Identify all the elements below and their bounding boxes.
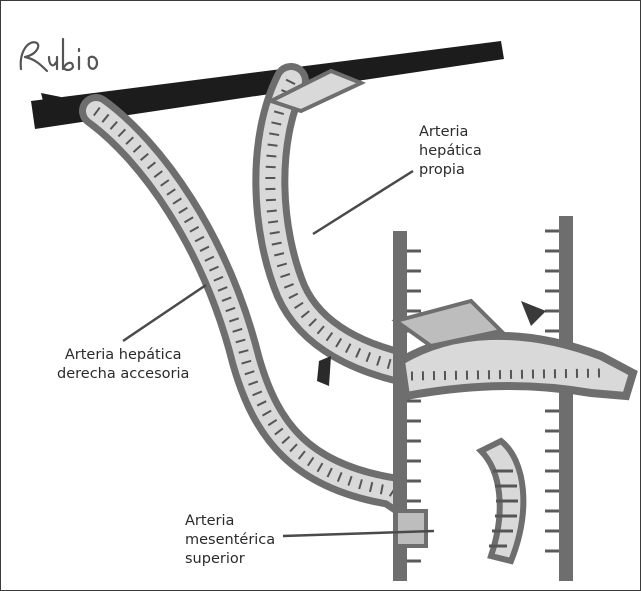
label-line: mesentérica [185, 531, 275, 550]
pointer-accesoria [123, 285, 206, 341]
pointer-propia [313, 171, 413, 234]
label-line: derecha accesoria [57, 365, 189, 384]
label-line: propia [419, 161, 482, 180]
label-line: superior [185, 550, 275, 569]
label-mesenterica-superior: Arteria mesentérica superior [185, 512, 275, 569]
label-line: hepática [419, 142, 482, 161]
label-line: Arteria hepática [57, 346, 189, 365]
label-line: Arteria [419, 123, 482, 142]
label-hepatica-propia: Arteria hepática propia [419, 123, 482, 180]
label-line: Arteria [185, 512, 275, 531]
label-hepatica-derecha-accesoria: Arteria hepática derecha accesoria [57, 346, 189, 384]
